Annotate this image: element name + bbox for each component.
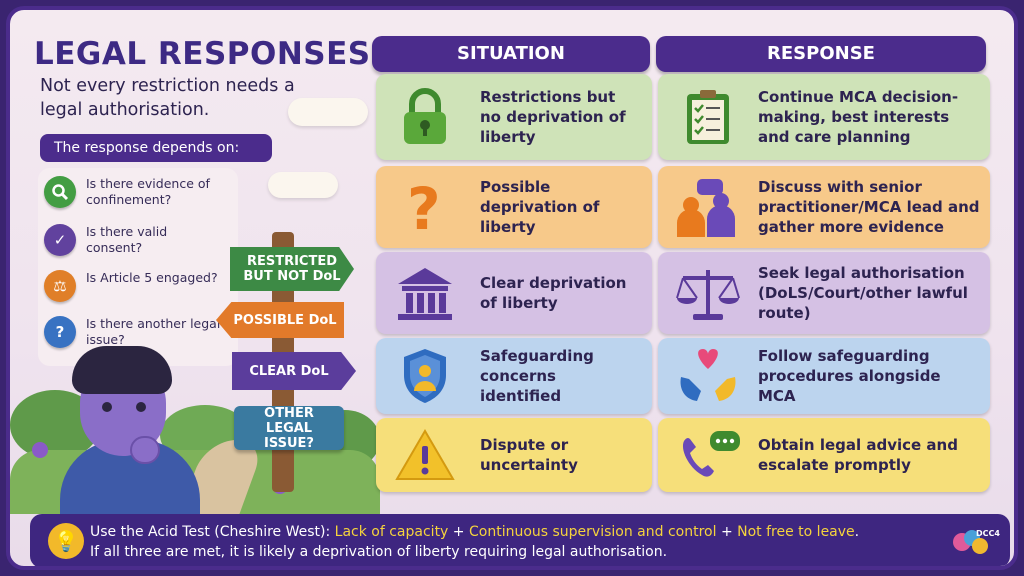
hands-heart-icon <box>672 346 744 406</box>
situation-cell: ? Possible deprivation of liberty <box>376 166 652 248</box>
situation-cell: Restrictions but no deprivation of liber… <box>376 74 652 160</box>
question-text: Is there valid consent? <box>86 224 168 255</box>
situation-text: Dispute or uncertainty <box>480 436 578 474</box>
scales-icon: ⚖ <box>44 270 76 302</box>
criterion-supervision: Continuous supervision and control <box>468 524 717 540</box>
response-cell: Discuss with senior practitioner/MCA lea… <box>658 166 990 248</box>
question-item: ✓ Is there valid consent? <box>44 224 226 256</box>
subtitle: Not every restriction needs a legal auth… <box>40 76 295 120</box>
phone-chat-icon <box>672 425 744 485</box>
signpost-clear: CLEAR DoL <box>232 352 356 390</box>
response-text: Continue MCA decision-making, best inter… <box>758 88 959 146</box>
svg-text:DCC4: DCC4 <box>976 529 1000 538</box>
cloud-decoration <box>288 98 368 126</box>
page-title: LEGAL RESPONSES <box>34 36 371 72</box>
signpost-label: OTHER LEGAL ISSUE? <box>264 405 314 451</box>
signpost-other: OTHER LEGAL ISSUE? <box>234 405 344 451</box>
warning-icon <box>390 425 460 485</box>
response-header: RESPONSE <box>656 36 986 72</box>
response-text: Follow safeguarding procedures alongside… <box>758 347 941 405</box>
clipboard-checklist-icon <box>672 87 744 147</box>
lightbulb-icon: 💡 <box>48 523 84 559</box>
check-icon: ✓ <box>44 224 76 256</box>
response-text: Obtain legal advice and escalate promptl… <box>758 436 958 474</box>
situation-cell: Clear deprivation of liberty <box>376 252 652 334</box>
question-mark-icon: ? <box>390 177 460 237</box>
response-cell: Seek legal authorisation (DoLS/Court/oth… <box>658 252 990 334</box>
signpost-label: CLEAR DoL <box>249 363 329 379</box>
criterion-not-free: Not free to leave <box>737 524 855 540</box>
signpost-restricted: RESTRICTED BUT NOT DoL <box>230 247 354 291</box>
people-discussion-icon <box>672 177 744 237</box>
organisation-logo: DCC4 <box>950 524 1000 560</box>
padlock-icon <box>390 87 460 147</box>
question-text: Is there another legal issue? <box>86 316 221 347</box>
courthouse-icon <box>390 263 460 323</box>
response-text: Discuss with senior practitioner/MCA lea… <box>758 178 980 236</box>
response-text: Seek legal authorisation (DoLS/Court/oth… <box>758 264 968 322</box>
situation-text: Possible deprivation of liberty <box>480 178 600 236</box>
plus-sign: + <box>716 524 738 540</box>
situation-text: Safeguarding concerns identified <box>480 347 594 405</box>
depends-label: The response depends on: <box>40 134 272 162</box>
response-cell: Obtain legal advice and escalate promptl… <box>658 418 990 492</box>
footer-line-1: Use the Acid Test (Cheshire West): Lack … <box>90 522 1010 542</box>
cloud-decoration <box>268 172 338 198</box>
svg-text:?: ? <box>407 177 441 237</box>
question-item: ? Is there another legal issue? <box>44 316 226 348</box>
signpost-label: POSSIBLE DoL <box>233 312 337 328</box>
response-cell: Continue MCA decision-making, best inter… <box>658 74 990 160</box>
shield-person-icon <box>390 346 460 406</box>
question-item: Is there evidence of confinement? <box>44 176 226 208</box>
infographic-frame: LEGAL RESPONSES Not every restriction ne… <box>6 6 1018 570</box>
situation-cell: Dispute or uncertainty <box>376 418 652 492</box>
thinking-person-illustration <box>50 340 210 520</box>
criterion-capacity: Lack of capacity <box>334 524 449 540</box>
footer-period: . <box>854 524 860 540</box>
flower-icon <box>32 442 48 458</box>
plus-sign: + <box>448 524 469 540</box>
acid-test-footer: 💡 Use the Acid Test (Cheshire West): Lac… <box>30 514 1010 566</box>
situation-cell: Safeguarding concerns identified <box>376 338 652 414</box>
situation-text: Restrictions but no deprivation of liber… <box>480 88 626 146</box>
question-panel: Is there evidence of confinement? ✓ Is t… <box>38 168 238 366</box>
scales-icon <box>672 263 744 323</box>
question-icon: ? <box>44 316 76 348</box>
response-cell: Follow safeguarding procedures alongside… <box>658 338 990 414</box>
footer-intro: Use the Acid Test (Cheshire West): <box>90 524 335 540</box>
situation-text: Clear deprivation of liberty <box>480 274 627 312</box>
question-text: Is there evidence of confinement? <box>86 176 210 207</box>
question-item: ⚖ Is Article 5 engaged? <box>44 270 226 302</box>
signpost-label: RESTRICTED BUT NOT DoL <box>243 254 341 284</box>
signpost-possible: POSSIBLE DoL <box>216 302 344 338</box>
footer-line-2: If all three are met, it is likely a dep… <box>90 544 668 560</box>
situation-header: SITUATION <box>372 36 650 72</box>
search-icon <box>44 176 76 208</box>
question-text: Is Article 5 engaged? <box>86 270 218 285</box>
